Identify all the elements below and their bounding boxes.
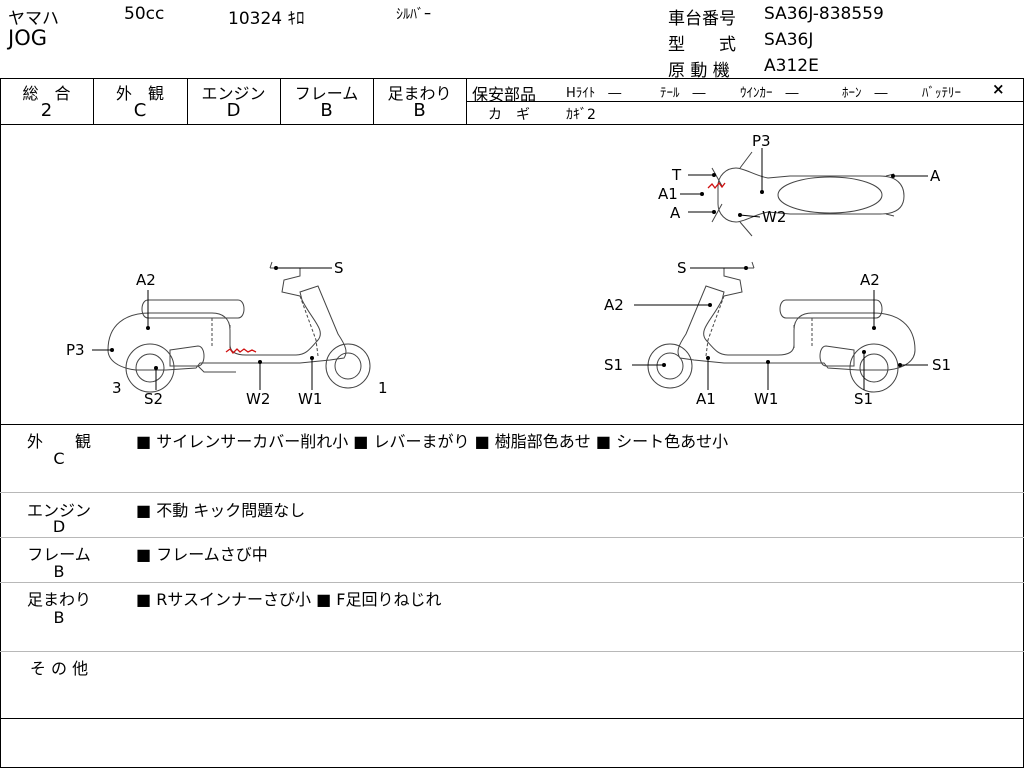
right-label-w1: W1 [754, 390, 778, 408]
divider [0, 718, 1024, 719]
maker: ヤマハ [8, 9, 59, 29]
divider [466, 78, 467, 124]
engine-grade: D [226, 100, 241, 121]
section-divider [0, 651, 1024, 652]
top-label-a-rear: A [930, 167, 941, 185]
divider [93, 78, 94, 124]
top-label-w2: W2 [762, 208, 786, 226]
top-label-a1: A1 [658, 185, 678, 203]
damage-mark-frame [225, 348, 257, 354]
section-divider [0, 537, 1024, 538]
color: ｼﾙﾊﾞｰ [396, 7, 431, 23]
right-label-a1: A1 [696, 390, 716, 408]
scooter-left-view [107, 261, 371, 393]
section-exterior-grade: C [53, 449, 65, 468]
section-frame-text: ■ フレームさび中 [136, 545, 268, 564]
model-name: JOG [8, 26, 47, 50]
engine-label: 原 動 機 [668, 61, 730, 81]
safety-item-winker: ｳｲﾝｶｰ ― [740, 86, 799, 101]
divider [0, 124, 1024, 125]
safety-title: 保安部品 [472, 85, 537, 104]
safety-item-headlight: Hﾗｲﾄ ― [566, 86, 622, 101]
engine-value: A312E [764, 56, 819, 76]
divider [0, 424, 1024, 425]
right-label-s: S [677, 259, 687, 277]
divider [373, 78, 374, 124]
section-divider [0, 492, 1024, 493]
safety-item-tail: ﾃｰﾙ ― [660, 86, 706, 101]
right-label-s1-rear: S1 [932, 356, 951, 374]
section-exterior-label: 外 観 [26, 432, 91, 451]
divider [466, 101, 1024, 102]
scooter-right-view [647, 261, 916, 393]
leader-lines [92, 148, 928, 390]
exterior-grade: C [133, 100, 147, 121]
top-label-a-front: A [670, 204, 681, 222]
section-engine-grade: D [52, 517, 66, 536]
section-suspension-grade: B [53, 608, 65, 627]
divider [187, 78, 188, 124]
section-frame-label: フレーム [27, 545, 91, 564]
section-frame-grade: B [53, 562, 65, 581]
safety-item-battery: ﾊﾞｯﾃﾘｰ [922, 86, 961, 101]
section-suspension-label: 足まわり [26, 590, 91, 609]
overall-label: 総 合 [22, 84, 71, 103]
frame-no: SA36J-838559 [764, 4, 884, 24]
frame-grade: B [320, 100, 333, 121]
section-engine-label: エンジン [26, 501, 91, 520]
right-label-s1-bottom: S1 [854, 390, 873, 408]
left-label-s2: S2 [144, 390, 163, 408]
left-label-w2: W2 [246, 390, 270, 408]
suspension-grade: B [413, 100, 426, 121]
engine-grade-label: エンジン [201, 84, 266, 103]
key-value: ｶｷﾞ2 [566, 107, 596, 123]
divider [280, 78, 281, 124]
top-label-t: T [671, 166, 682, 184]
section-divider [0, 582, 1024, 583]
overall-grade: 2 [40, 100, 53, 121]
left-label-p3: P3 [66, 341, 85, 359]
left-label-3: 3 [112, 379, 122, 397]
exterior-label: 外 観 [115, 84, 164, 103]
section-engine-text: ■ 不動 キック問題なし [136, 501, 306, 520]
section-other-label: そ の 他 [29, 659, 89, 678]
right-label-s1-front: S1 [604, 356, 623, 374]
right-label-a2-rear: A2 [860, 271, 880, 289]
top-label-p3: P3 [752, 132, 771, 150]
key-label: カ ギ [488, 107, 530, 123]
displacement: 50cc [124, 4, 165, 24]
safety-item-horn: ﾎｰﾝ ― [842, 86, 888, 101]
type-value: SA36J [764, 30, 814, 50]
suspension-grade-label: 足まわり [387, 84, 452, 103]
damage-marks [225, 181, 726, 354]
battery-missing-mark: × [992, 80, 1005, 98]
leader-dots [110, 173, 902, 370]
damage-mark-lever [707, 181, 726, 190]
mileage: 10324 ｷﾛ [228, 9, 305, 29]
left-label-w1: W1 [298, 390, 322, 408]
right-label-a2-front: A2 [604, 296, 624, 314]
section-suspension-text: ■ Rサスインナーさび小 ■ F足回りねじれ [136, 590, 442, 609]
frame-grade-label: フレーム [294, 84, 359, 103]
left-label-s: S [334, 259, 344, 277]
scooter-damage-diagram: S A2 P3 3 S2 W2 W1 1 S A2 A2 S1 S1 A1 W1… [66, 132, 951, 408]
scooter-top-view [711, 151, 905, 237]
left-label-a2: A2 [136, 271, 156, 289]
type-label: 型 式 [668, 35, 736, 55]
left-label-1: 1 [378, 379, 388, 397]
frame-no-label: 車台番号 [668, 9, 736, 29]
section-exterior-text: ■ サイレンサーカバー削れ小 ■ レバーまがり ■ 樹脂部色あせ ■ シート色あ… [136, 432, 729, 451]
